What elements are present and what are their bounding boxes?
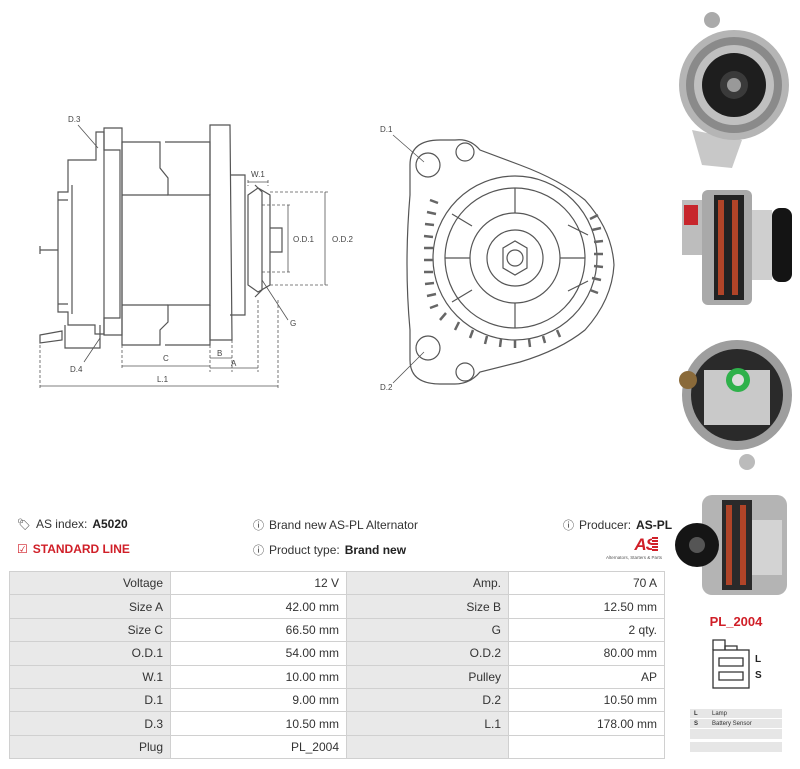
label-d2: D.2 [380, 383, 393, 392]
plug-pin-s: S [755, 670, 762, 681]
as-index-value: A5020 [92, 517, 128, 531]
spec-value: 10.00 mm [170, 664, 347, 689]
spec-value: 70 A [508, 570, 665, 596]
as-index-row: 🏷︎ AS index: A5020 [17, 517, 128, 531]
plug-legend-row: L Lamp [690, 708, 782, 719]
legend-key: S [694, 721, 699, 727]
standard-line-label: STANDARD LINE [32, 542, 130, 556]
side-view-drawing: D.3 D.4 W.1 O.D.1 O.D.2 G C B A L.1 [39, 115, 615, 392]
spec-key: D.3 [9, 711, 171, 736]
spec-value: 178.00 mm [508, 711, 665, 736]
spec-key: D.1 [9, 687, 171, 713]
spec-value: AP [508, 664, 665, 689]
legend-label: Battery Sensor [712, 721, 752, 727]
description-row: ⓘ Brand new AS-PL Alternator [253, 517, 418, 533]
photo-side-view [682, 190, 792, 305]
spec-value: PL_2004 [170, 734, 347, 760]
info-icon: ⓘ [253, 545, 264, 557]
producer-label: Producer: [579, 518, 632, 532]
checkbox-icon: ☑ [17, 542, 28, 556]
spec-value: 10.50 mm [170, 711, 347, 736]
plug-legend-row [690, 728, 782, 739]
photo-front-view [679, 12, 789, 168]
product-type-row: ⓘ Product type: Brand new [253, 542, 406, 558]
logo-stripes [652, 537, 658, 551]
logo-text: AS [634, 535, 657, 554]
label-d1: D.1 [380, 125, 393, 134]
spec-value: 54.00 mm [170, 641, 347, 666]
producer-row: ⓘ Producer: AS-PL [563, 517, 672, 533]
spec-key: Pulley [346, 664, 509, 689]
spec-value: 9.00 mm [170, 687, 347, 713]
label-w1: W.1 [251, 170, 265, 179]
photo-rear-view [679, 340, 792, 470]
tag-icon: 🏷︎ [17, 518, 31, 531]
spec-key: Size A [9, 594, 171, 619]
spec-key: L.1 [346, 711, 509, 736]
label-b: B [217, 349, 222, 358]
product-photos [675, 12, 792, 595]
logo-tagline: Alternators, Starters & Parts [605, 555, 662, 560]
spec-key: Size C [9, 617, 171, 643]
spec-key: Size B [346, 594, 509, 619]
label-g: G [290, 319, 296, 328]
plug-pin-l: L [755, 654, 761, 665]
spec-key: Voltage [9, 570, 171, 596]
spec-value: 2 qty. [508, 617, 665, 643]
plug-title: PL_2004 [709, 614, 763, 629]
spec-key: G [346, 617, 509, 643]
legend-label: Lamp [712, 711, 728, 717]
label-c: C [163, 354, 169, 363]
spec-key: O.D.2 [346, 641, 509, 666]
spec-value: 10.50 mm [508, 687, 665, 713]
spec-key: Plug [9, 734, 171, 760]
spec-key [346, 734, 509, 760]
product-type-label: Product type: [269, 543, 340, 557]
standard-line-row: ☑ STANDARD LINE [17, 542, 130, 556]
as-index-label: AS index: [35, 517, 88, 531]
label-d3: D.3 [68, 115, 81, 124]
label-od1: O.D.1 [293, 235, 314, 244]
plug-legend-row: S Battery Sensor [690, 718, 782, 729]
plug-legend-row [690, 741, 782, 752]
spec-key: D.2 [346, 687, 509, 713]
label-l1: L.1 [157, 375, 169, 384]
front-view-drawing [406, 139, 615, 385]
spec-value [508, 734, 665, 760]
info-icon: ⓘ [563, 520, 574, 532]
spec-value: 12 V [170, 570, 347, 596]
plug-connector-diagram: L S [712, 639, 762, 689]
label-od2: O.D.2 [332, 235, 353, 244]
product-description: Brand new AS-PL Alternator [269, 518, 418, 532]
spec-key: Amp. [346, 570, 509, 596]
producer-value: AS-PL [636, 518, 673, 532]
spec-value: 66.50 mm [170, 617, 347, 643]
info-icon: ⓘ [253, 520, 264, 532]
label-a: A [231, 359, 237, 368]
spec-key: W.1 [9, 664, 171, 689]
spec-value: 12.50 mm [508, 594, 665, 619]
spec-key: O.D.1 [9, 641, 171, 666]
photo-angled-view [675, 495, 787, 595]
spec-value: 80.00 mm [508, 641, 665, 666]
as-pl-logo: AS Alternators, Starters & Parts [598, 535, 662, 567]
spec-value: 42.00 mm [170, 594, 347, 619]
label-d4: D.4 [70, 365, 83, 374]
product-type-value: Brand new [344, 543, 407, 557]
legend-key: L [694, 711, 698, 717]
